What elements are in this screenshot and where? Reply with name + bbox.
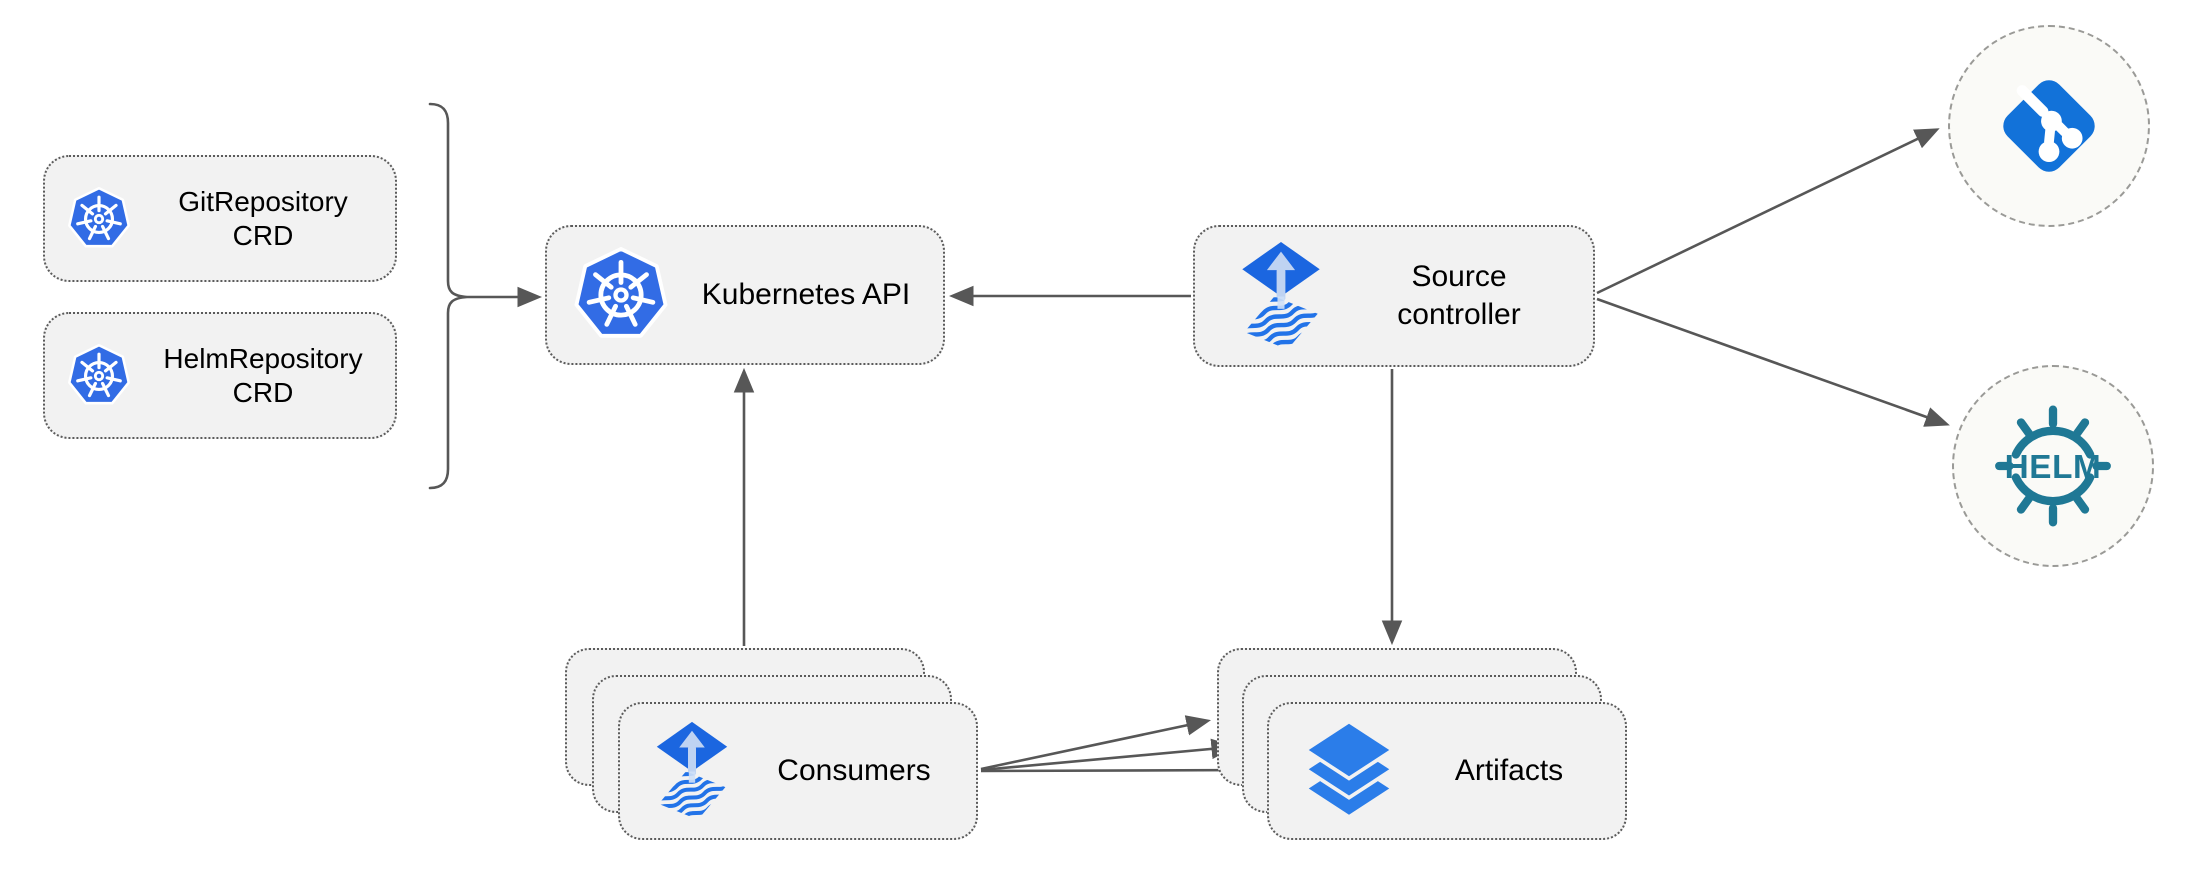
- node-label: Consumers: [732, 753, 976, 789]
- node-label: Artifacts: [1393, 753, 1625, 789]
- node-label-line1: GitRepository: [178, 185, 348, 217]
- kubernetes-icon: [573, 247, 669, 343]
- arrow-consumers-to-artifacts-2: [980, 738, 1237, 772]
- node-label: Kubernetes API: [669, 277, 943, 313]
- helm-icon: [1989, 402, 2117, 530]
- node-label-line2: CRD: [232, 219, 294, 251]
- git-icon: [1988, 65, 2110, 187]
- node-kubernetes-api: Kubernetes API: [545, 225, 945, 365]
- endpoint-git-repository: [1948, 25, 2150, 227]
- node-label: GitRepository CRD: [131, 185, 395, 253]
- flux-source-icon: [1237, 241, 1325, 352]
- node-consumers: Consumers: [618, 702, 978, 840]
- arrow-source-controller-to-git: [1596, 128, 1940, 295]
- node-label-line1: Source: [1411, 260, 1507, 293]
- node-label-line1: HelmRepository: [163, 342, 363, 374]
- node-label-line2: CRD: [232, 376, 294, 408]
- crd-group-bracket: [428, 102, 468, 490]
- node-source-controller: Source controller: [1193, 225, 1595, 367]
- endpoint-helm-repository: [1952, 365, 2154, 567]
- flux-source-icon: [652, 721, 732, 822]
- node-helm-repository-crd: HelmRepository CRD: [43, 312, 397, 439]
- node-label-text: Consumers: [777, 754, 931, 787]
- arrow-source-controller-to-helm: [1596, 297, 1950, 427]
- layers-icon: [1305, 722, 1393, 820]
- node-label-text: Artifacts: [1454, 754, 1564, 787]
- arrow-consumers-to-artifacts-3: [980, 759, 1262, 781]
- node-label-text: Kubernetes API: [701, 278, 911, 311]
- node-artifacts: Artifacts: [1267, 702, 1627, 840]
- node-label: HelmRepository CRD: [131, 342, 395, 410]
- node-label: Source controller: [1325, 258, 1593, 334]
- node-git-repository-crd: GitRepository CRD: [43, 155, 397, 282]
- node-label-line2: controller: [1397, 298, 1521, 331]
- arrow-consumers-to-artifacts-1: [980, 715, 1212, 771]
- kubernetes-icon: [67, 187, 131, 251]
- kubernetes-icon: [67, 344, 131, 408]
